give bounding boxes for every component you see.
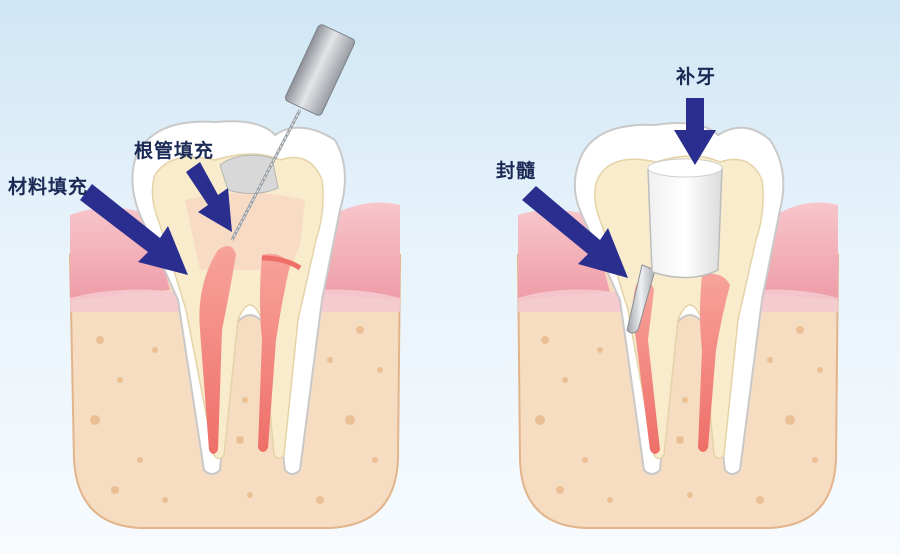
- left-tooth-illustration: [68, 24, 402, 529]
- label-root-canal-fill: 根管填充: [134, 140, 215, 162]
- dental-file-icon: [230, 24, 356, 241]
- left-root-canal-right: [258, 253, 290, 452]
- right-tooth-illustration: [516, 122, 840, 529]
- right-dentin: [594, 155, 764, 460]
- label-pulp-seal: 封髓: [496, 160, 537, 182]
- left-bone-speckles: [90, 326, 383, 504]
- arrow-pulp-seal: [522, 186, 628, 278]
- arrow-material-fill: [80, 184, 188, 275]
- left-root-canal-left: [199, 246, 236, 454]
- arrow-root-canal-fill: [186, 162, 232, 232]
- crown-filling-icon: [647, 158, 723, 279]
- post-icon: [626, 264, 656, 334]
- right-root-canal-right: [698, 273, 730, 452]
- label-tooth-repair: 补牙: [676, 66, 717, 88]
- label-material-fill: 材料填充: [8, 176, 89, 198]
- arrow-tooth-repair: [674, 98, 716, 165]
- left-access-cavity: [219, 154, 279, 194]
- right-bone-speckles: [535, 326, 823, 504]
